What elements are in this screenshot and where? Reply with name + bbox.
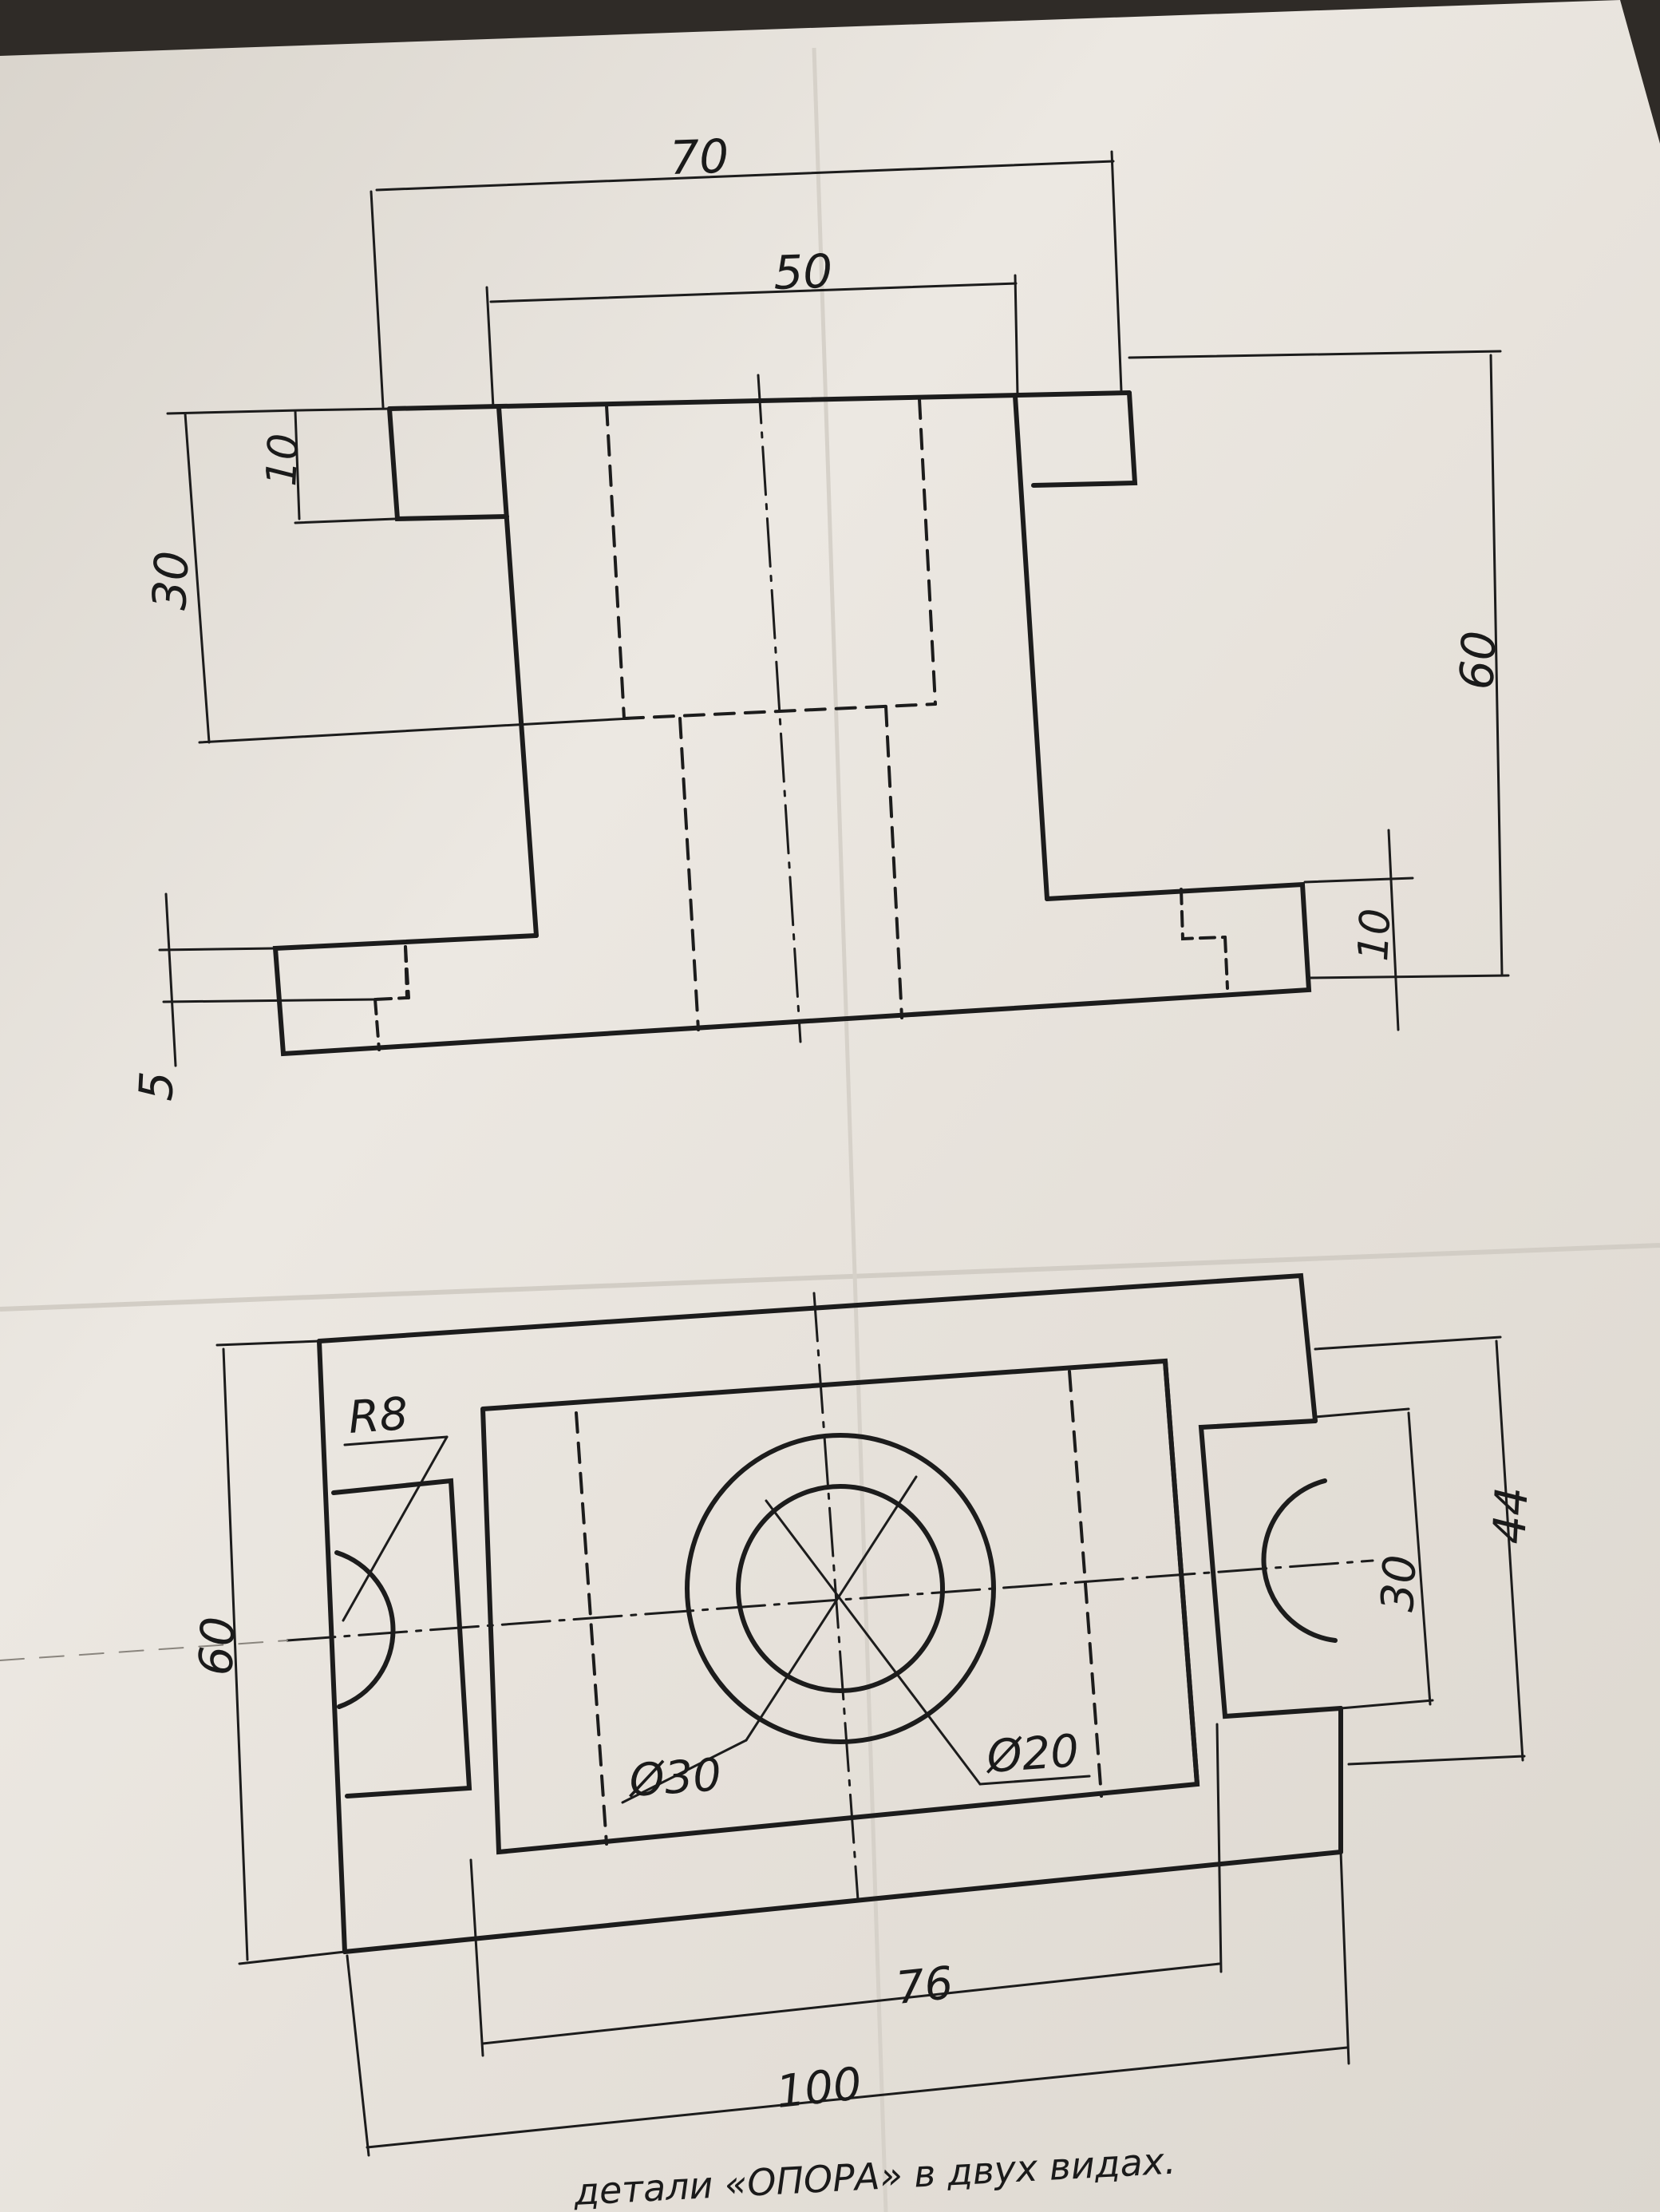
dim-30-slot: 30 (1372, 1553, 1427, 1613)
dim-dia-20: Ø20 (983, 1725, 1081, 1783)
dim-44: 44 (1484, 1486, 1539, 1545)
dim-10-upper: 10 (258, 432, 308, 487)
dim-100: 100 (774, 2058, 864, 2119)
paper-fold (812, 47, 888, 2212)
top-view (0, 1272, 1526, 2157)
front-view (158, 150, 1510, 1067)
dim-10-base: 10 (1350, 907, 1400, 962)
dim-dia-30: Ø30 (626, 1749, 723, 1807)
dim-5: 5 (128, 1070, 184, 1102)
dim-70: 70 (669, 129, 729, 185)
dim-60-left: 60 (188, 1615, 246, 1676)
dim-60-total: 60 (1449, 629, 1507, 691)
dim-30-height: 30 (142, 549, 200, 611)
dim-50: 50 (773, 243, 833, 300)
paper-fold (0, 1243, 1660, 1312)
dim-76: 76 (894, 1957, 956, 2015)
dim-r8: R8 (346, 1388, 409, 1444)
